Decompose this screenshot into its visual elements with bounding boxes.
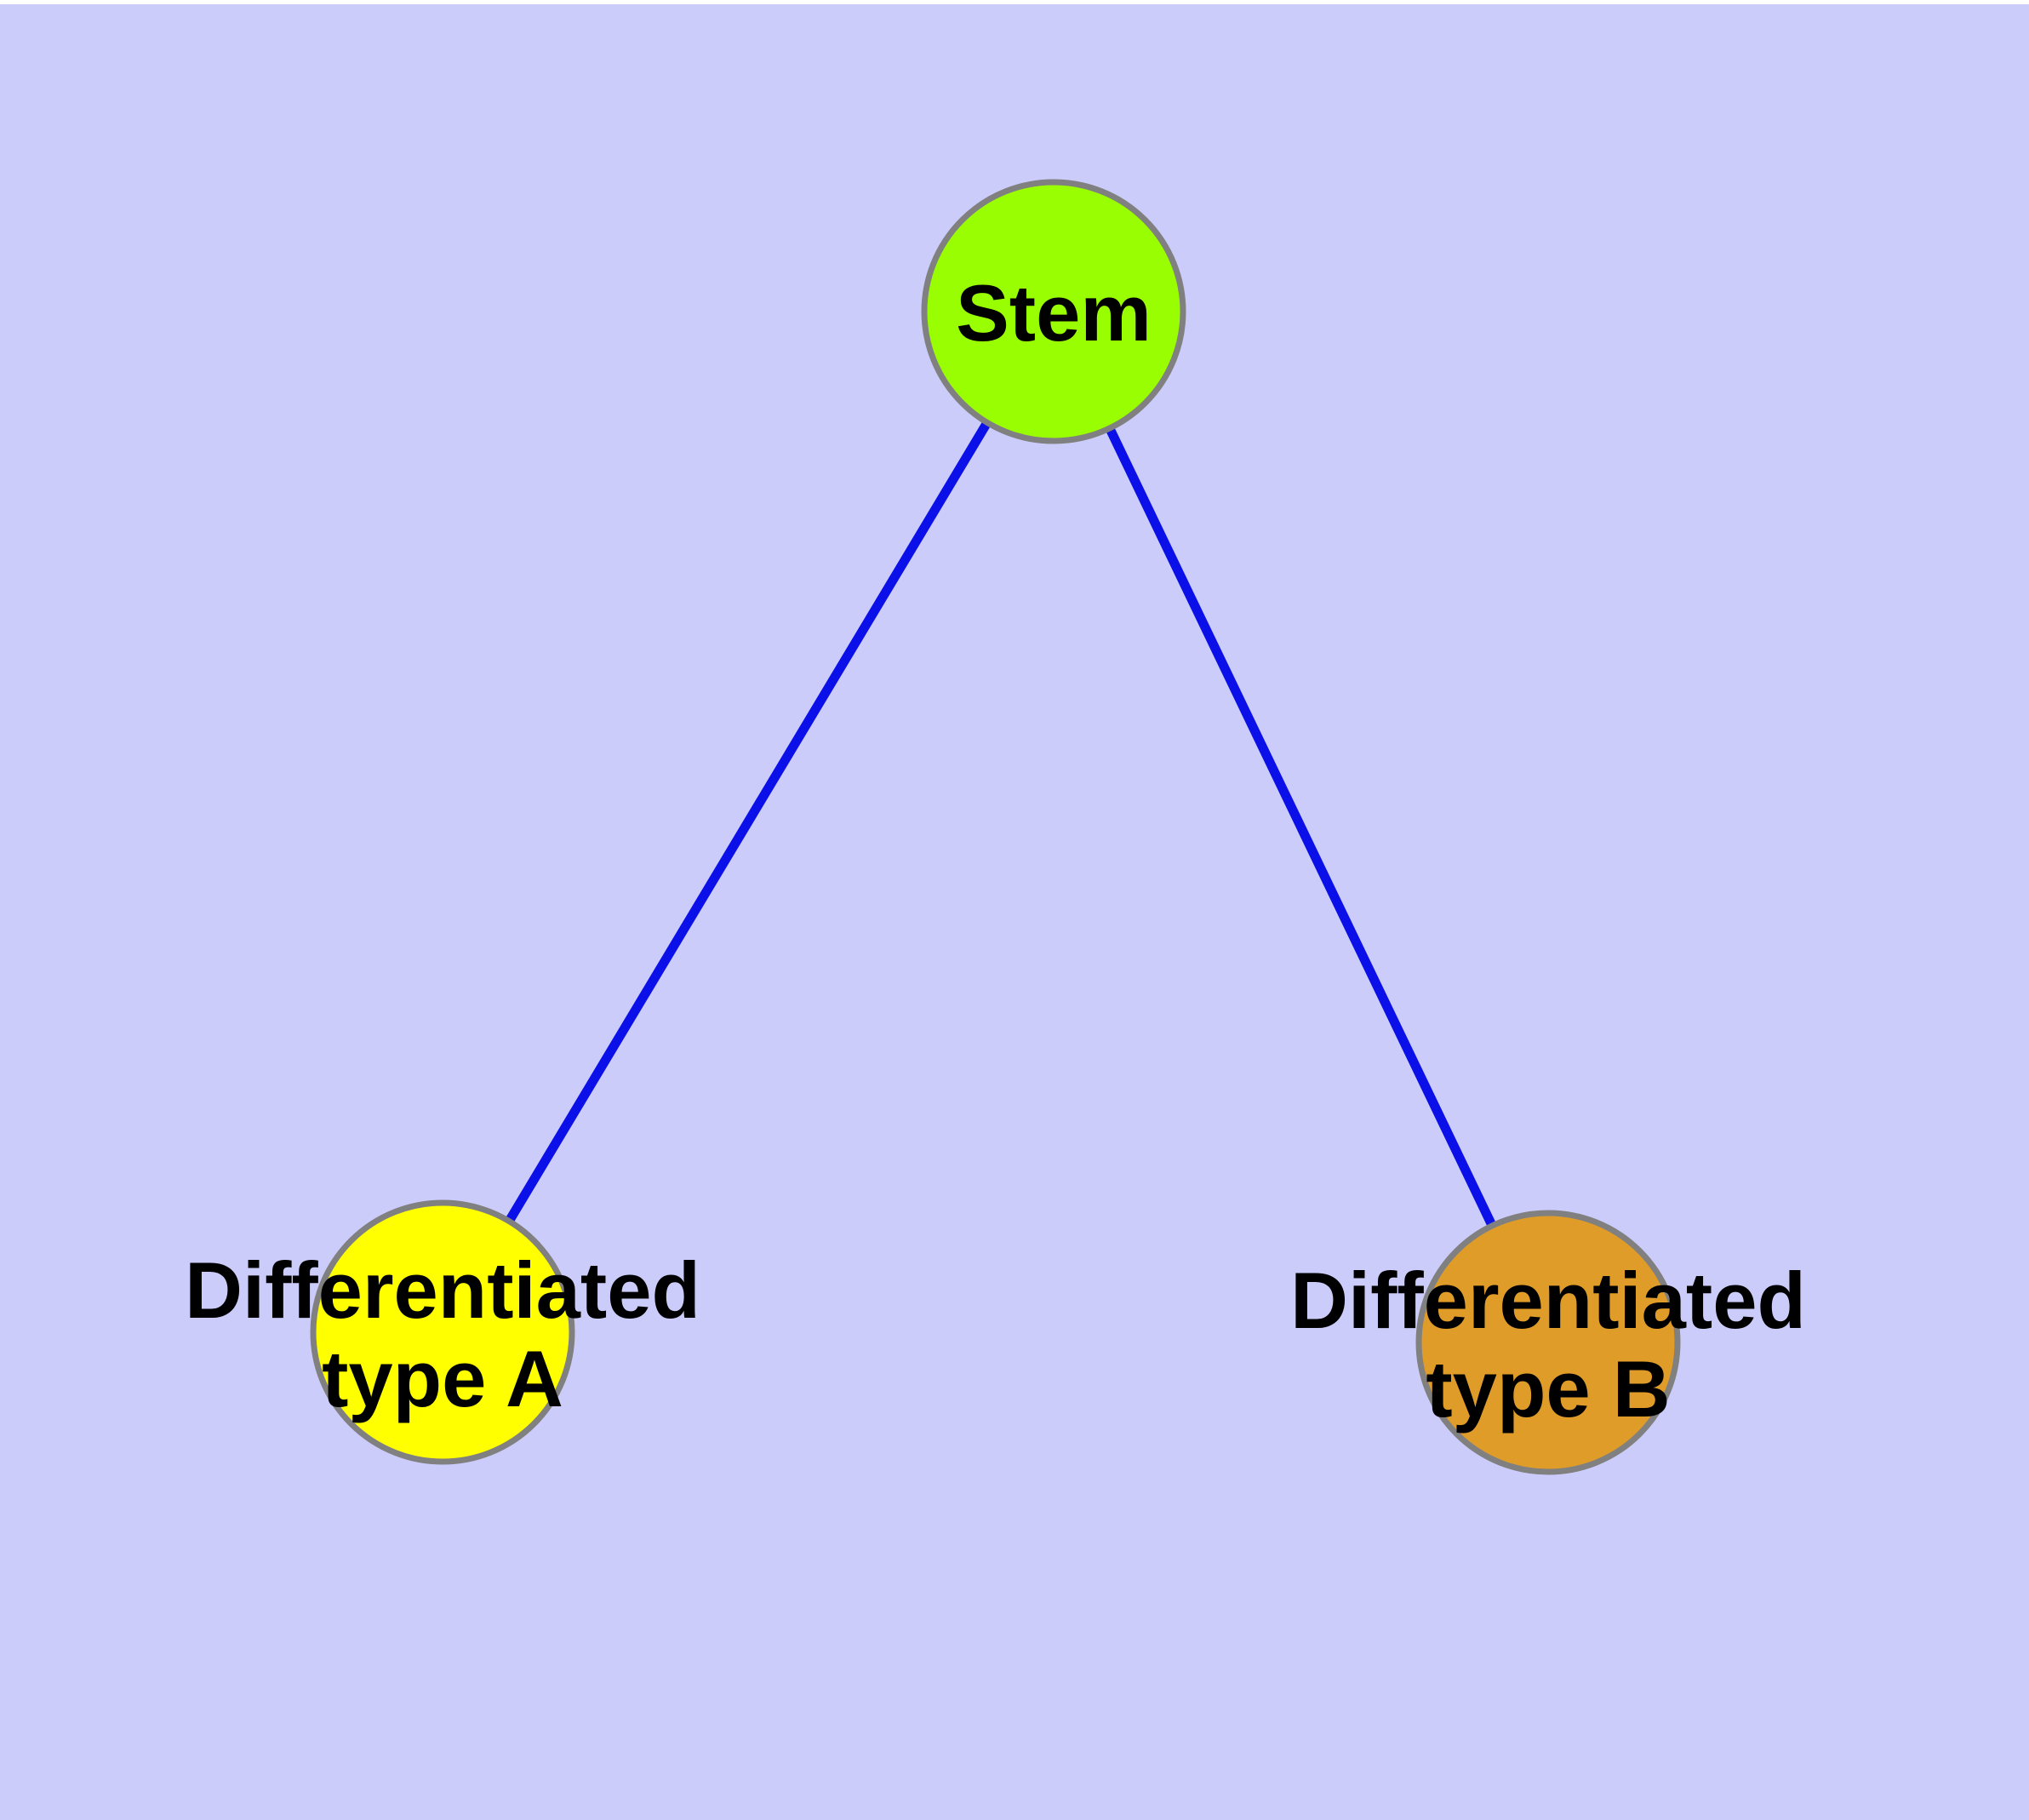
node-stem[interactable]: Stem: [921, 179, 1186, 444]
node-differentiated-type-a[interactable]: Differentiated type A: [185, 1199, 700, 1465]
node-stem-label: Stem: [956, 268, 1152, 358]
node-differentiated-type-b-label-line2: type B: [1426, 1344, 1670, 1434]
edge-stem-to-differentiated-type-b[interactable]: [1049, 309, 1552, 1345]
node-differentiated-type-a-label-line2: type A: [322, 1334, 563, 1423]
top-white-strip: [0, 0, 2029, 4]
node-differentiated-type-b-label-line1: Differentiated: [1290, 1256, 1806, 1345]
node-layer: Stem Differentiated type A Differentiate…: [185, 179, 1806, 1475]
edge-layer: [438, 309, 1552, 1345]
node-differentiated-type-a-label-line1: Differentiated: [185, 1245, 700, 1335]
edge-stem-to-differentiated-type-a[interactable]: [438, 309, 1058, 1335]
node-differentiated-type-b[interactable]: Differentiated type B: [1290, 1210, 1806, 1475]
node-differentiated-type-a-circle[interactable]: [310, 1199, 575, 1465]
node-stem-circle[interactable]: [921, 179, 1186, 444]
node-differentiated-type-b-circle[interactable]: [1415, 1210, 1681, 1475]
